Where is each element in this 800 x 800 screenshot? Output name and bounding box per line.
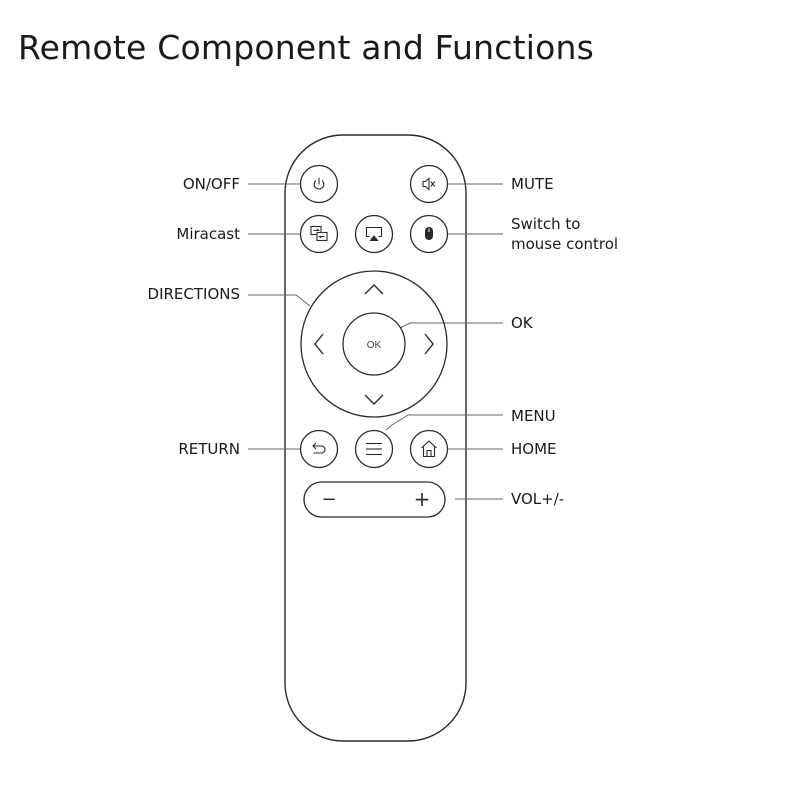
volume-down-button[interactable]: − [321, 489, 336, 510]
remote-body [284, 134, 467, 742]
screen-cast-button[interactable] [354, 214, 394, 254]
label-vol: VOL+/- [511, 490, 565, 508]
arrow-down-icon[interactable] [364, 394, 384, 405]
home-icon [421, 440, 437, 458]
mouse-icon [425, 227, 433, 240]
leader-menu [385, 414, 503, 431]
label-mute: MUTE [511, 175, 554, 193]
label-directions: DIRECTIONS [147, 285, 240, 303]
page-title: Remote Component and Functions [18, 28, 595, 67]
menu-button[interactable] [354, 429, 394, 469]
label-switch-mouse-line1: Switch to [511, 215, 581, 233]
directions-pad[interactable] [300, 270, 448, 418]
ok-button[interactable]: OK [342, 312, 406, 376]
airplay-icon [365, 226, 383, 242]
label-ok: OK [511, 314, 533, 332]
miracast-icon [310, 225, 328, 242]
mouse-mode-button[interactable] [409, 214, 449, 254]
label-switch-mouse-line2: mouse control [511, 235, 619, 253]
return-button[interactable] [299, 429, 339, 469]
arrow-right-icon[interactable] [424, 333, 434, 355]
ok-button-label: OK [367, 340, 382, 351]
label-miracast: Miracast [176, 225, 240, 243]
miracast-button[interactable] [299, 214, 339, 254]
return-icon [312, 442, 326, 454]
label-home: HOME [511, 440, 557, 458]
label-menu: MENU [511, 407, 556, 425]
home-button[interactable] [409, 429, 449, 469]
label-on-off: ON/OFF [182, 175, 240, 193]
power-icon [313, 177, 325, 190]
volume-up-button[interactable]: + [414, 487, 431, 511]
arrow-left-icon[interactable] [314, 333, 324, 355]
mute-icon [422, 177, 436, 191]
mute-button[interactable] [409, 164, 449, 204]
menu-icon [366, 442, 382, 456]
label-switch-mouse: Switch to mouse control [511, 214, 618, 254]
label-return: RETURN [178, 440, 240, 458]
leader-directions [248, 294, 311, 307]
leader-ok [395, 322, 503, 331]
arrow-up-icon[interactable] [364, 284, 384, 295]
volume-rocker[interactable]: − + [303, 481, 446, 518]
power-button[interactable] [299, 164, 339, 204]
